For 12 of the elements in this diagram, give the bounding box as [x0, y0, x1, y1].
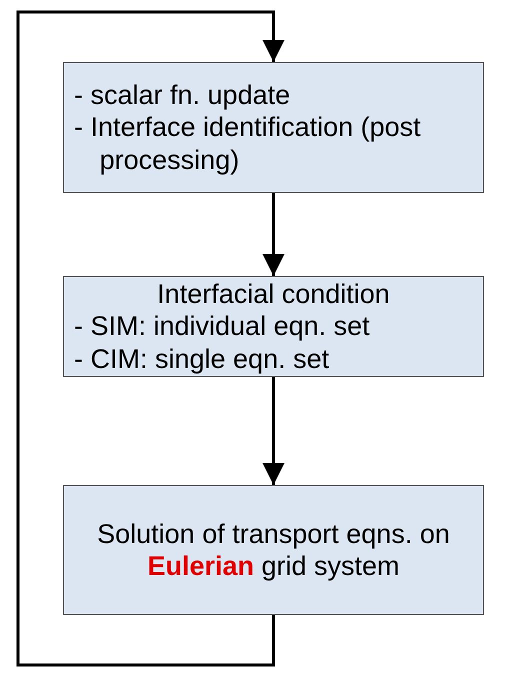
arrow — [262, 193, 284, 276]
process-box — [63, 485, 484, 615]
box-text: - SIM: individual eqn. set — [74, 310, 371, 343]
arrow — [262, 377, 284, 485]
box-text: - scalar fn. update — [74, 78, 292, 112]
box-text: Interfacial condition — [156, 278, 391, 310]
process-box — [63, 276, 484, 377]
box-text: - CIM: single eqn. set — [74, 342, 330, 376]
box-text: - Interface identification (post processing) — [74, 111, 422, 176]
box-text: Solution of transport eqns. on Eulerian grid system — [96, 518, 451, 582]
arrow — [16, 10, 284, 666]
process-box — [63, 62, 484, 193]
